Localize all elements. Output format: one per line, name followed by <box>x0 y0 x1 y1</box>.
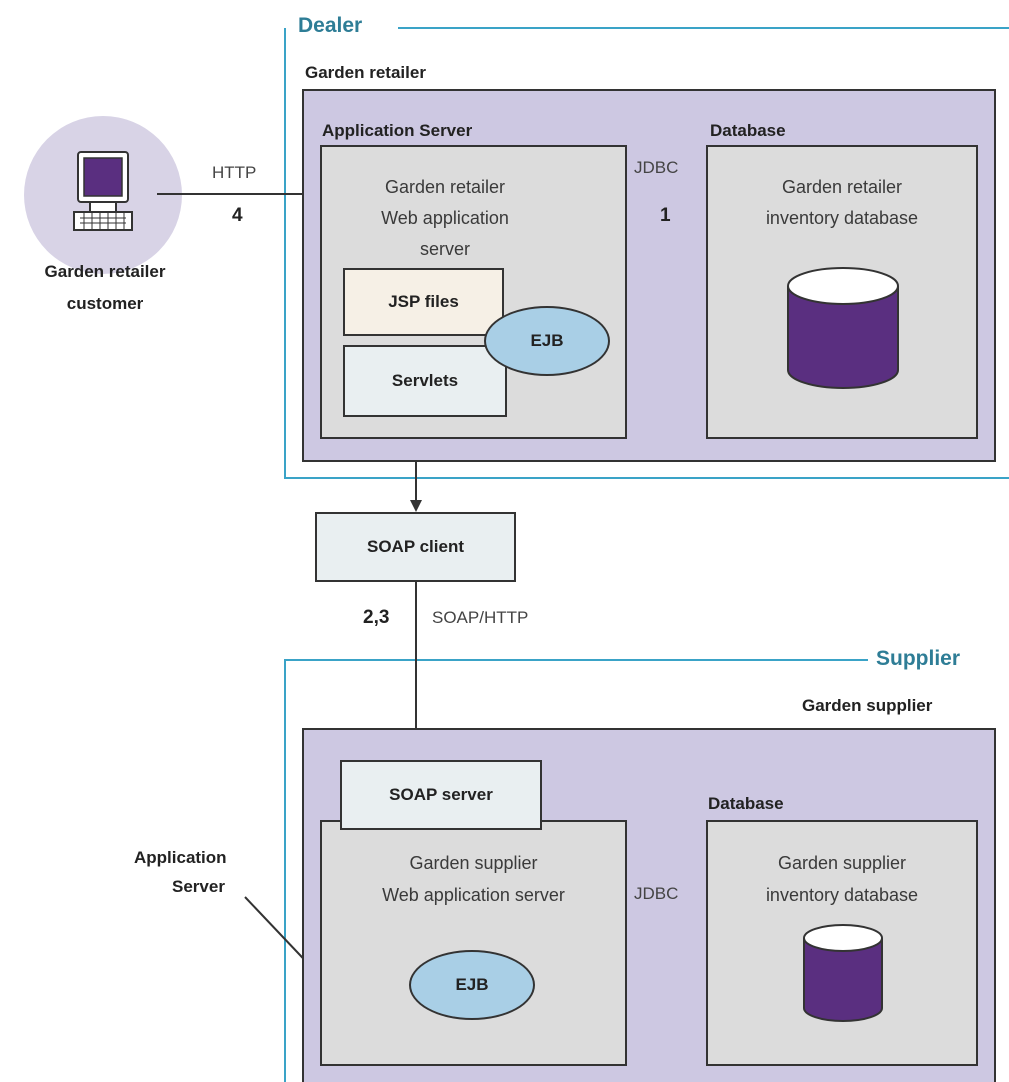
customer-label-line-2: customer <box>66 294 144 313</box>
supplier-section-title: Supplier <box>870 647 967 671</box>
app-server-callout-line-2: Server <box>172 877 225 896</box>
http-step-number: 4 <box>232 205 243 226</box>
supplier-jdbc-label: JDBC <box>634 884 679 903</box>
computer-icon <box>73 151 133 231</box>
dealer-ejb-label: EJB <box>530 331 564 350</box>
supplier-db-line-2: inventory database <box>765 885 919 905</box>
dealer-app-server-line-1: Garden retailer <box>384 177 506 197</box>
dealer-section-title: Dealer <box>292 14 369 38</box>
soap-server-label: SOAP server <box>389 785 493 804</box>
customer-label-line-1: Garden retailer <box>44 262 166 281</box>
dealer-app-server-line-3: server <box>419 239 470 259</box>
dealer-database-icon <box>787 267 899 389</box>
app-server-callout-line-1: Application <box>134 848 227 867</box>
soap-client-box: SOAP client <box>315 512 516 582</box>
supplier-ejb-label: EJB <box>455 975 489 994</box>
supplier-database-icon <box>803 924 883 1022</box>
supplier-app-server-box <box>320 820 627 1066</box>
garden-retailer-label: Garden retailer <box>305 63 426 82</box>
dealer-app-server-line-2: Web application <box>381 208 509 228</box>
servlets-box: Servlets <box>343 345 507 417</box>
jsp-files-box: JSP files <box>343 268 504 336</box>
supplier-db-line-1: Garden supplier <box>777 853 907 873</box>
supplier-database-label: Database <box>708 794 784 813</box>
soap-http-label: SOAP/HTTP <box>432 608 529 627</box>
dealer-db-line-1: Garden retailer <box>781 177 903 197</box>
http-label: HTTP <box>212 163 257 182</box>
servlets-label: Servlets <box>391 371 459 390</box>
dealer-jdbc-step-number: 1 <box>660 205 671 226</box>
dealer-database-label: Database <box>710 121 786 140</box>
supplier-section-frame <box>284 659 868 1082</box>
supplier-ejb-ellipse: EJB <box>409 950 535 1020</box>
garden-supplier-label: Garden supplier <box>802 696 933 715</box>
dealer-db-line-2: inventory database <box>765 208 919 228</box>
dealer-jdbc-label: JDBC <box>634 158 679 177</box>
jsp-files-label: JSP files <box>388 292 459 311</box>
dealer-ejb-ellipse: EJB <box>484 306 610 376</box>
soap-client-label: SOAP client <box>367 537 464 556</box>
supplier-app-server-line-1: Garden supplier <box>409 853 538 873</box>
dealer-app-server-label: Application Server <box>322 121 473 140</box>
supplier-app-server-line-2: Web application server <box>382 885 565 905</box>
soap-step-number: 2,3 <box>363 607 390 628</box>
soap-server-box: SOAP server <box>340 760 542 830</box>
